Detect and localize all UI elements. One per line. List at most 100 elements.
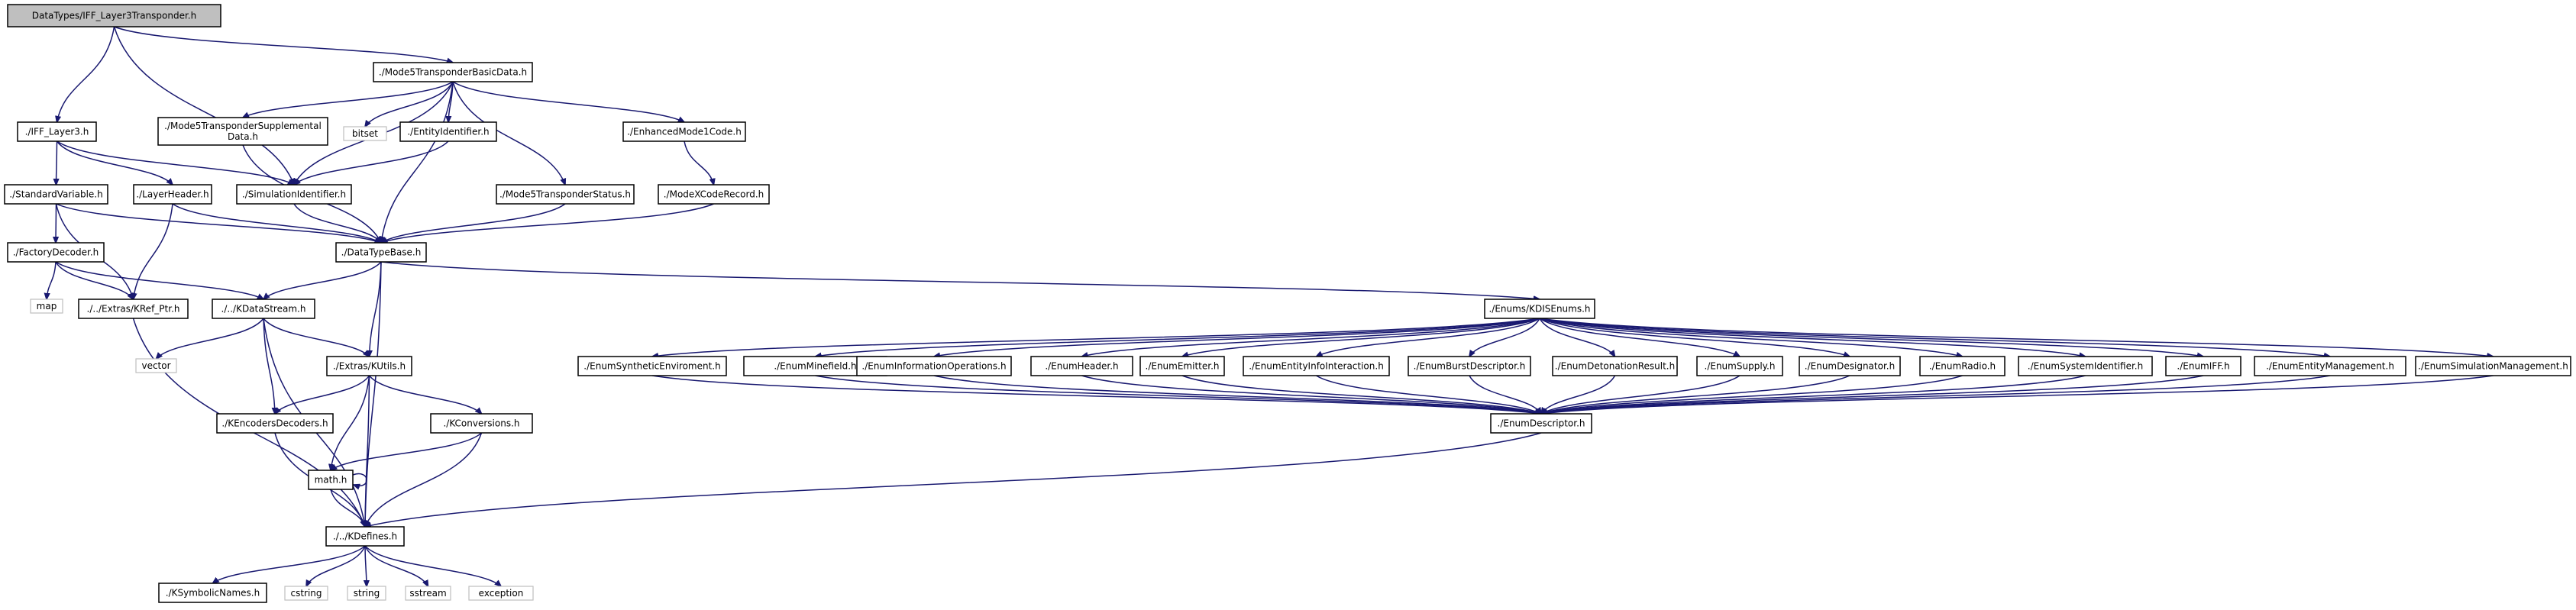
node-exception[interactable]: exception	[468, 586, 534, 601]
edge-kdisenums-to-e_entinfo	[1317, 318, 1540, 357]
node-box	[133, 184, 212, 205]
node-kutils[interactable]: ./Extras/KUtils.h	[326, 356, 412, 376]
edge-enumdesc-to-kdefines	[365, 432, 1542, 527]
node-box	[577, 356, 727, 376]
node-kdatastream[interactable]: ./../KDataStream.h	[212, 299, 315, 319]
node-root[interactable]: DataTypes/IFF_Layer3Transponder.h	[7, 4, 221, 27]
edge-kutils-to-kdefines	[365, 375, 370, 527]
node-e_radio[interactable]: ./EnumRadio.h	[1919, 356, 2006, 376]
node-box	[335, 242, 427, 263]
node-e_header[interactable]: ./EnumHeader.h	[1030, 356, 1133, 376]
node-e_entinfo[interactable]: ./EnumEntityInfoInteraction.h	[1243, 356, 1390, 376]
edge-e_simman-to-enumdesc	[1541, 375, 2494, 414]
edge-e_entman-to-enumdesc	[1541, 375, 2331, 414]
node-e_emitter[interactable]: ./EnumEmitter.h	[1139, 356, 1225, 376]
node-box	[347, 586, 386, 601]
node-enumdesc[interactable]: ./EnumDescriptor.h	[1490, 413, 1592, 434]
node-e_iff[interactable]: ./EnumIFF.h	[2165, 356, 2241, 376]
node-label: Data.h	[228, 131, 258, 142]
node-box	[308, 470, 354, 490]
node-e_info[interactable]: ./EnumInformationOperations.h	[856, 356, 1012, 376]
node-enhmode1[interactable]: ./EnhancedMode1Code.h	[622, 121, 746, 142]
node-label: ./IFF_Layer3.h	[25, 127, 89, 137]
node-label: ./EnumEntityInfoInteraction.h	[1249, 361, 1384, 372]
node-box	[325, 526, 405, 547]
node-modexcode[interactable]: ./ModeXCodeRecord.h	[658, 184, 770, 205]
node-bitset[interactable]: bitset	[343, 126, 387, 141]
edge-datatypebase-to-kdefines	[365, 261, 382, 527]
node-string[interactable]: string	[347, 586, 386, 601]
node-label: ./KConversions.h	[443, 418, 519, 429]
node-stdvar[interactable]: ./StandardVariable.h	[4, 184, 108, 205]
edge-root-to-simid	[113, 26, 295, 185]
node-iffl3[interactable]: ./IFF_Layer3.h	[17, 121, 97, 142]
node-e_sysid[interactable]: ./EnumSystemIdentifier.h	[2018, 356, 2153, 376]
node-entityid[interactable]: ./EntityIdentifier.h	[399, 121, 497, 142]
node-box	[1243, 356, 1390, 376]
node-math[interactable]: math.h	[308, 470, 354, 490]
edge-kdatastream-to-kencdec	[263, 318, 275, 414]
node-label: ./EnhancedMode1Code.h	[627, 127, 742, 137]
node-label: map	[37, 301, 57, 311]
node-kconv[interactable]: ./KConversions.h	[430, 413, 533, 434]
node-e_desig[interactable]: ./EnumDesignator.h	[1799, 356, 1901, 376]
node-m5basic[interactable]: ./Mode5TransponderBasicData.h	[373, 62, 533, 82]
node-layerhdr[interactable]: ./LayerHeader.h	[133, 184, 212, 205]
edge-root-to-m5basic	[114, 26, 454, 63]
edge-kdisenums-to-e_simman	[1539, 318, 2494, 357]
node-e_simman[interactable]: ./EnumSimulationManagement.h	[2415, 356, 2571, 376]
edge-kdisenums-to-e_deton	[1539, 318, 1615, 357]
node-datatypebase[interactable]: ./DataTypeBase.h	[335, 242, 427, 263]
node-kdisenums[interactable]: ./Enums/KDISEnums.h	[1484, 299, 1595, 319]
node-krefptr[interactable]: ./../Extras/KRef_Ptr.h	[78, 299, 189, 319]
node-box	[157, 117, 328, 146]
node-e_entman[interactable]: ./EnumEntityManagement.h	[2254, 356, 2406, 376]
edge-math-to-math	[353, 473, 367, 486]
node-box	[373, 62, 533, 82]
node-label: ./EnumMinefield.h	[774, 361, 856, 372]
node-factorydec[interactable]: ./FactoryDecoder.h	[7, 242, 105, 263]
node-m5status[interactable]: ./Mode5TransponderStatus.h	[496, 184, 635, 205]
node-box	[856, 356, 1012, 376]
edge-kconv-to-kdefines	[365, 432, 483, 527]
edge-kdatastream-to-vector	[157, 318, 264, 359]
node-label: ./../Extras/KRef_Ptr.h	[87, 304, 180, 315]
node-map[interactable]: map	[30, 299, 63, 314]
node-label: ./KEncodersDecoders.h	[221, 418, 328, 429]
node-simid[interactable]: ./SimulationIdentifier.h	[236, 184, 352, 205]
edge-kdefines-to-ksymbolic	[213, 545, 366, 583]
node-kdefines[interactable]: ./../KDefines.h	[325, 526, 405, 547]
edge-e_supply-to-enumdesc	[1541, 375, 1740, 414]
node-label: ./../KDataStream.h	[221, 304, 306, 315]
edge-e_synth-to-enumdesc	[651, 375, 1541, 414]
node-box	[658, 184, 770, 205]
edge-kdisenums-to-e_header	[1082, 318, 1540, 357]
node-e_supply[interactable]: ./EnumSupply.h	[1696, 356, 1783, 376]
node-box	[1552, 356, 1678, 376]
edge-kdisenums-to-e_emitter	[1182, 318, 1540, 357]
edge-layer	[47, 26, 2494, 586]
node-box	[7, 242, 105, 263]
node-e_synth[interactable]: ./EnumSyntheticEnviroment.h	[577, 356, 727, 376]
node-cstring[interactable]: cstring	[284, 586, 328, 601]
node-e_deton[interactable]: ./EnumDetonationResult.h	[1552, 356, 1678, 376]
node-label: ./EnumBurstDescriptor.h	[1414, 361, 1526, 372]
node-box	[2254, 356, 2406, 376]
node-label: ./LayerHeader.h	[136, 189, 208, 200]
node-label: ./EnumSimulationManagement.h	[2418, 361, 2568, 372]
node-vector[interactable]: vector	[135, 358, 177, 373]
node-box	[1408, 356, 1531, 376]
node-label: ./Enums/KDISEnums.h	[1488, 304, 1590, 315]
node-sstream[interactable]: sstream	[405, 586, 451, 601]
node-box	[4, 184, 108, 205]
edge-e_emitter-to-enumdesc	[1181, 375, 1541, 414]
edge-kdatastream-to-kutils	[263, 318, 370, 357]
node-ksymbolic[interactable]: ./KSymbolicNames.h	[158, 583, 267, 603]
node-kencdec[interactable]: ./KEncodersDecoders.h	[216, 413, 334, 434]
node-box	[343, 126, 387, 141]
node-e_burst[interactable]: ./EnumBurstDescriptor.h	[1408, 356, 1531, 376]
node-box	[216, 413, 334, 434]
node-box	[1919, 356, 2006, 376]
